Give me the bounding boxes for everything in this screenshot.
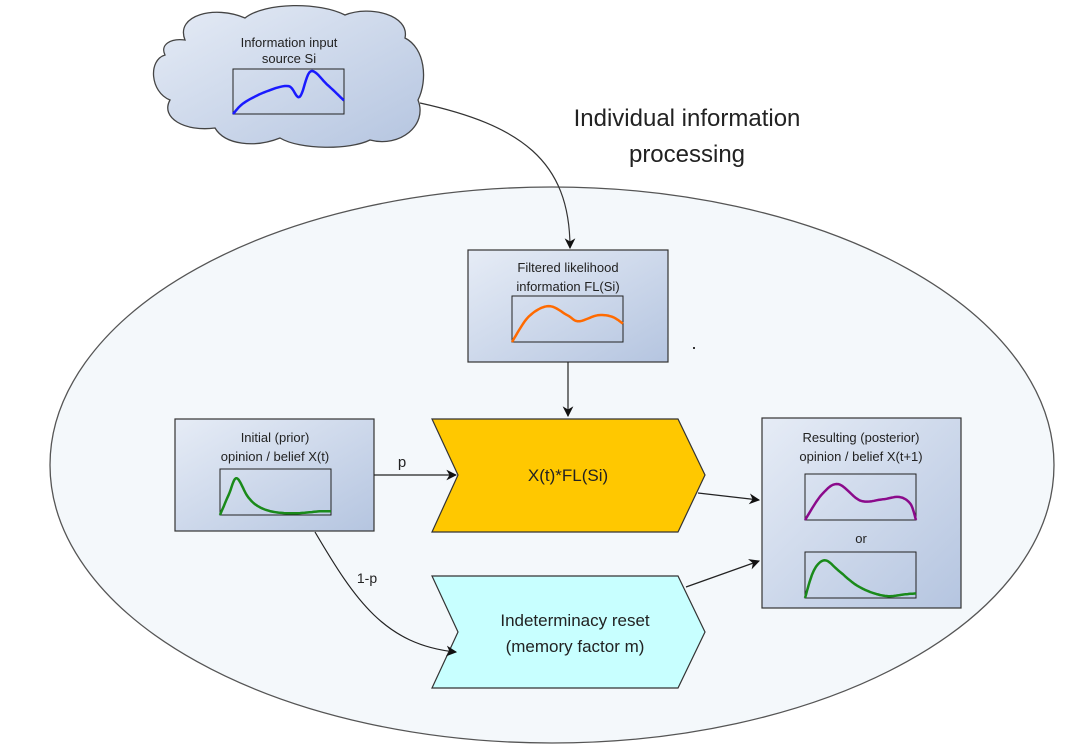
stray-dot [693, 347, 695, 349]
posterior-plot-frame-2 [804, 551, 917, 599]
prior-label-line1: Initial (prior) [241, 430, 310, 445]
posterior-distribution-curve-2 [803, 559, 917, 599]
posterior-distribution-curve-1 [803, 482, 918, 521]
filtered-label-line2: information FL(Si) [516, 279, 619, 294]
title-line2: processing [629, 141, 745, 168]
source-label-line1: Information input [241, 35, 338, 50]
posterior-belief-box[interactable]: Resulting (posterior) opinion / belief X… [761, 417, 962, 609]
edge-source-to-filtered [419, 102, 576, 250]
reset-shape [431, 575, 706, 689]
edge-one-minus-p-label: 1-p [357, 570, 377, 586]
cloud-shape [152, 4, 425, 148]
edge-p-label: p [398, 454, 406, 471]
indeterminacy-reset-chevron[interactable]: Indeterminacy reset (memory factor m) [431, 575, 706, 689]
filtered-label-line1: Filtered likelihood [517, 260, 618, 275]
prior-label-line2: opinion / belief X(t) [221, 449, 329, 464]
source-label-line2: source Si [262, 51, 316, 66]
reset-label-line1: Indeterminacy reset [500, 611, 650, 630]
filtered-distribution-curve [510, 304, 624, 343]
prior-plot-frame [219, 468, 332, 516]
source-distribution-curve [232, 69, 345, 115]
prior-belief-box[interactable]: Initial (prior) opinion / belief X(t) [174, 418, 375, 532]
posterior-label-line1: Resulting (posterior) [802, 430, 919, 445]
edge-reset-to-posterior [685, 559, 761, 588]
multiply-shape [431, 418, 706, 533]
posterior-label-line2: opinion / belief X(t+1) [799, 449, 922, 464]
reset-label-line2: (memory factor m) [506, 637, 645, 656]
multiply-label: X(t)*FL(Si) [528, 466, 608, 485]
posterior-plot-frame-1 [804, 473, 917, 521]
information-source-cloud[interactable]: Information input source Si [152, 4, 425, 148]
multiply-step-chevron[interactable]: X(t)*FL(Si) [431, 418, 706, 533]
title-line1: Individual information [574, 105, 801, 132]
posterior-or-label: or [855, 531, 867, 546]
source-plot-frame [232, 68, 345, 115]
prior-distribution-curve [218, 476, 332, 516]
edge-prior-to-reset [314, 531, 458, 657]
filtered-plot-frame [511, 295, 624, 343]
edge-multiply-to-posterior [697, 492, 761, 505]
filtered-likelihood-box[interactable]: Filtered likelihood information FL(Si) [467, 249, 669, 363]
